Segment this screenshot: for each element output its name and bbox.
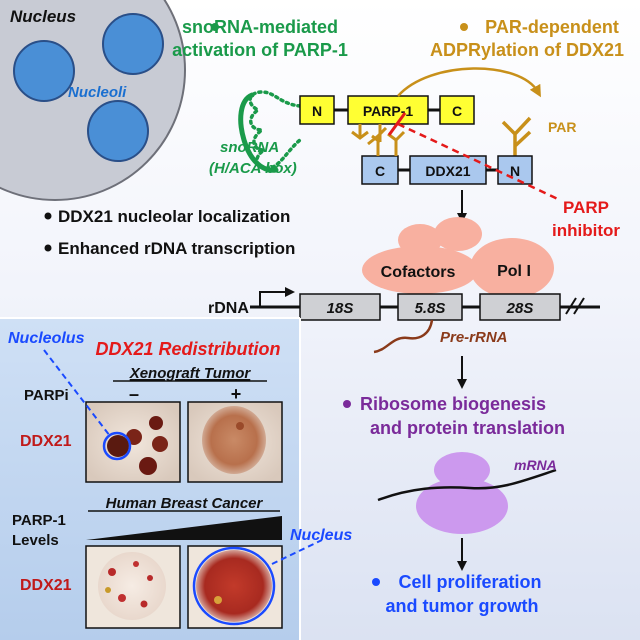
cofactor-blob-2: [434, 217, 482, 251]
polI-label: Pol I: [497, 263, 531, 280]
proliferation-line2: and tumor growth: [386, 596, 539, 616]
ribosome-large-subunit: [416, 478, 508, 534]
outcome-line1: DDX21 nucleolar localization: [58, 207, 290, 226]
par-chain-parp: [351, 124, 382, 144]
parp1-gradient-wedge: [86, 516, 282, 540]
ddx-n-box: [497, 155, 533, 185]
parp-c-label: C: [452, 103, 462, 119]
nucleus-panel: Nucleus Nucleoli: [0, 0, 186, 201]
segment-28s-label: 28S: [506, 300, 534, 317]
nucleolus-highlight-ring: [102, 431, 132, 461]
micrograph-xenograft-control: [85, 401, 181, 483]
heading-par-line2: ADPRylation of DDX21: [430, 40, 624, 60]
promoter-arrow: [259, 287, 295, 307]
mrna-label: mRNA: [514, 457, 557, 473]
bullet-blue: [372, 578, 380, 586]
proliferation-line1: Cell proliferation: [398, 572, 541, 592]
parp-core-label: PARP-1: [363, 103, 414, 119]
inhibitor-dashed-line: [397, 122, 561, 202]
nucleus-inset-label: Nucleus: [290, 527, 352, 544]
inhibitor-blunt-end: [387, 112, 407, 136]
cofactors-shape: [362, 246, 478, 294]
segment-58s: [397, 293, 463, 321]
minus-label: –: [129, 384, 139, 404]
ddx21-row1-label: DDX21: [20, 433, 72, 450]
nucleolus-callout-line: [43, 349, 111, 437]
par-chain-ddx-left: [367, 126, 406, 156]
micrograph-xenograft-parpi: [187, 401, 283, 483]
ddx-core-box: [409, 155, 487, 185]
snorna-stem: [238, 92, 279, 173]
mrna-strand: [377, 468, 557, 502]
snorna-hairpin: [248, 90, 302, 170]
outcome-line2: Enhanced rDNA transcription: [58, 239, 295, 258]
heading-sno-line1: snoRNA-mediated: [182, 17, 338, 37]
ddx-c-box: [361, 155, 399, 185]
prerna-label: Pre-rRNA: [440, 329, 508, 346]
inhibitor-label-line2: inhibitor: [552, 221, 620, 240]
ddx-n-label: N: [510, 163, 520, 179]
ribosome-line1: Ribosome biogenesis: [360, 394, 546, 414]
segment-18s: [299, 293, 381, 321]
ddx-c-label: C: [375, 163, 385, 179]
nucleus-label: Nucleus: [10, 7, 76, 26]
nucleus-highlight-ring: [192, 546, 276, 626]
headings: snoRNA-mediated activation of PARP-1 PAR…: [172, 17, 624, 60]
ddx21-row2-label: DDX21: [20, 577, 72, 594]
bullet-outcome-2: [44, 244, 52, 252]
ribosome-small-subunit: [434, 452, 490, 488]
ddx21-inset: Nucleolus DDX21 Redistribution Xenograft…: [0, 317, 352, 640]
segment-18s-label: 18S: [327, 300, 354, 317]
bullet-gold: [460, 23, 468, 31]
xenograft-label: Xenograft Tumor: [129, 365, 252, 382]
parp-complex: snoRNA (H/ACA box) N PARP-1 C PAR C DDX2…: [209, 67, 620, 240]
nucleolus-label: Nucleolus: [8, 330, 85, 347]
plus-label: +: [231, 384, 242, 404]
cofactors-label: Cofactors: [381, 264, 456, 281]
ribosome-section: Ribosome biogenesis and protein translat…: [343, 394, 565, 571]
par-chain-ddx-right: [501, 116, 532, 162]
snorna-label-line1: snoRNA: [220, 139, 279, 156]
segment-28s: [479, 293, 561, 321]
inhibitor-label-line1: PARP: [563, 198, 609, 217]
parp-c-box: [439, 95, 475, 125]
nucleolus-shape-1: [13, 40, 75, 102]
parp-n-label: N: [312, 103, 322, 119]
snorna-label-line2: (H/ACA box): [209, 160, 297, 177]
micrograph-breast-low: [187, 545, 283, 629]
ribosome-line2: and protein translation: [370, 418, 565, 438]
rdna-break-marks: [565, 297, 585, 315]
parp1-levels-line2: Levels: [12, 532, 59, 549]
heading-par-line1: PAR-dependent: [485, 17, 619, 37]
bullet-outcome-1: [44, 212, 52, 220]
nucleoli-label: Nucleoli: [68, 84, 127, 101]
proliferation-section: Cell proliferation and tumor growth: [372, 572, 542, 616]
bullet-purple: [343, 400, 351, 408]
nucleolus-shape-2: [102, 13, 164, 75]
segment-58s-label: 5.8S: [415, 300, 446, 317]
rdna-label: rDNA: [208, 300, 249, 317]
breast-cancer-label: Human Breast Cancer: [106, 495, 264, 512]
bullet-green: [211, 23, 219, 31]
polI-shape: [470, 238, 554, 298]
par-label: PAR: [548, 119, 577, 135]
prerna-strand: [373, 319, 434, 354]
transcription-machinery: Cofactors Pol I rDNA 18S 5.8S 28S Pre-rR…: [208, 217, 600, 389]
parylation-arrow: [397, 67, 541, 98]
nucleolus-shape-3: [87, 100, 149, 162]
parpi-label: PARPi: [24, 387, 69, 404]
micrograph-breast-high: [85, 545, 181, 629]
ddx-core-label: DDX21: [425, 163, 470, 179]
parp1-levels-line1: PARP-1: [12, 512, 66, 529]
inset-title: DDX21 Redistribution: [95, 339, 280, 359]
outcome-list: DDX21 nucleolar localization Enhanced rD…: [44, 207, 295, 258]
heading-sno-line2: activation of PARP-1: [172, 40, 348, 60]
